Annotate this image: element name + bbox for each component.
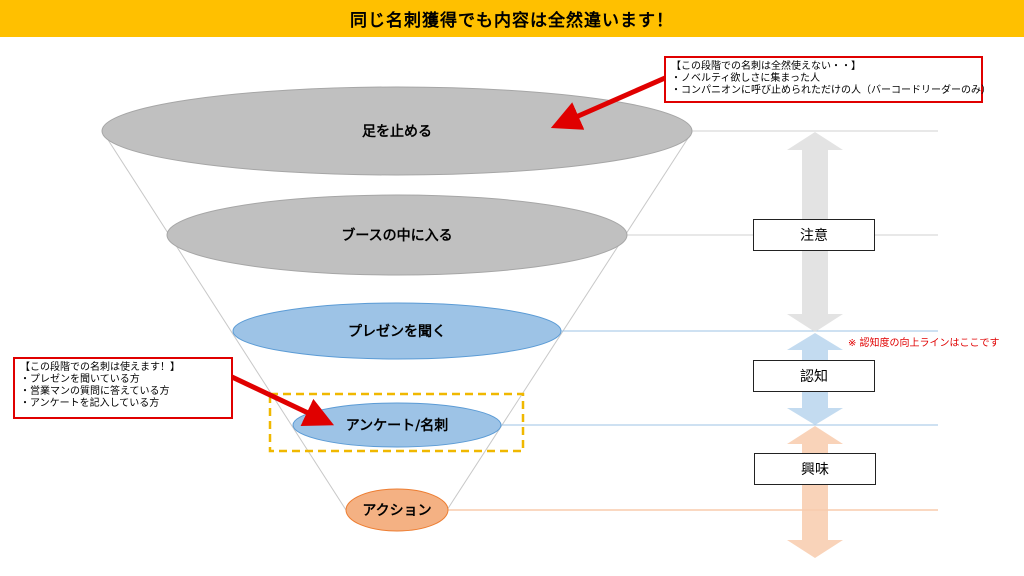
funnel-diagram [101,75,938,558]
highlight-box [268,392,525,453]
phase-box-interest: 興味 [754,453,876,485]
stage-label-4: アンケート/名刺 [345,418,449,434]
callout-bottom-line: ・プレゼンを聞いている方 [20,374,140,385]
page-title: 同じ名刺獲得でも内容は全然違います！ [350,11,674,31]
funnel-edge-right [446,131,693,511]
callout-top-line: ・ノベルティ欲しさに集まった人 [671,73,820,84]
awareness-line-note: ※ 認知度の向上ラインはここです [848,338,1000,349]
stage-ellipse-5 [345,488,449,532]
header-bar: 同じ名刺獲得でも内容は全然違います！ [0,0,1024,37]
callout-top-line: ・コンパニオンに呼び止められただけの人（バーコードリーダーのみ） [671,85,991,96]
callout-top-title: 【この段階での名刺は全然使えない・・】 [671,61,861,72]
stage-label-1: 足を止める [362,124,432,140]
pointer-arrow-top [550,75,667,130]
stage-label-2: ブースの中に入る [341,228,453,244]
stage-label-5: アクション [362,503,432,519]
phase-box-awareness: 認知 [753,360,875,392]
stage-ellipse-2 [166,194,628,276]
stage-ellipse-1 [101,86,693,176]
callout-bottom-title: 【この段階での名刺は使えます！】 [20,362,180,373]
stage-label-3: プレゼンを聞く [348,324,446,340]
callout-bottom: 【この段階での名刺は使えます！】 ・プレゼンを聞いている方 ・営業マンの質問に答… [13,357,233,419]
callout-bottom-line: ・営業マンの質問に答えている方 [20,386,170,397]
callout-bottom-line: ・アンケートを記入している方 [20,398,160,409]
pointer-arrow-bottom [230,374,335,427]
phase-box-attention: 注意 [753,219,875,251]
funnel-edge-left [102,131,347,511]
callout-top: 【この段階での名刺は全然使えない・・】 ・ノベルティ欲しさに集まった人 ・コンパ… [664,56,991,103]
stage-ellipse-4 [292,402,502,448]
phase-arrow-interest [787,426,843,558]
stage-ellipse-3 [232,302,562,360]
